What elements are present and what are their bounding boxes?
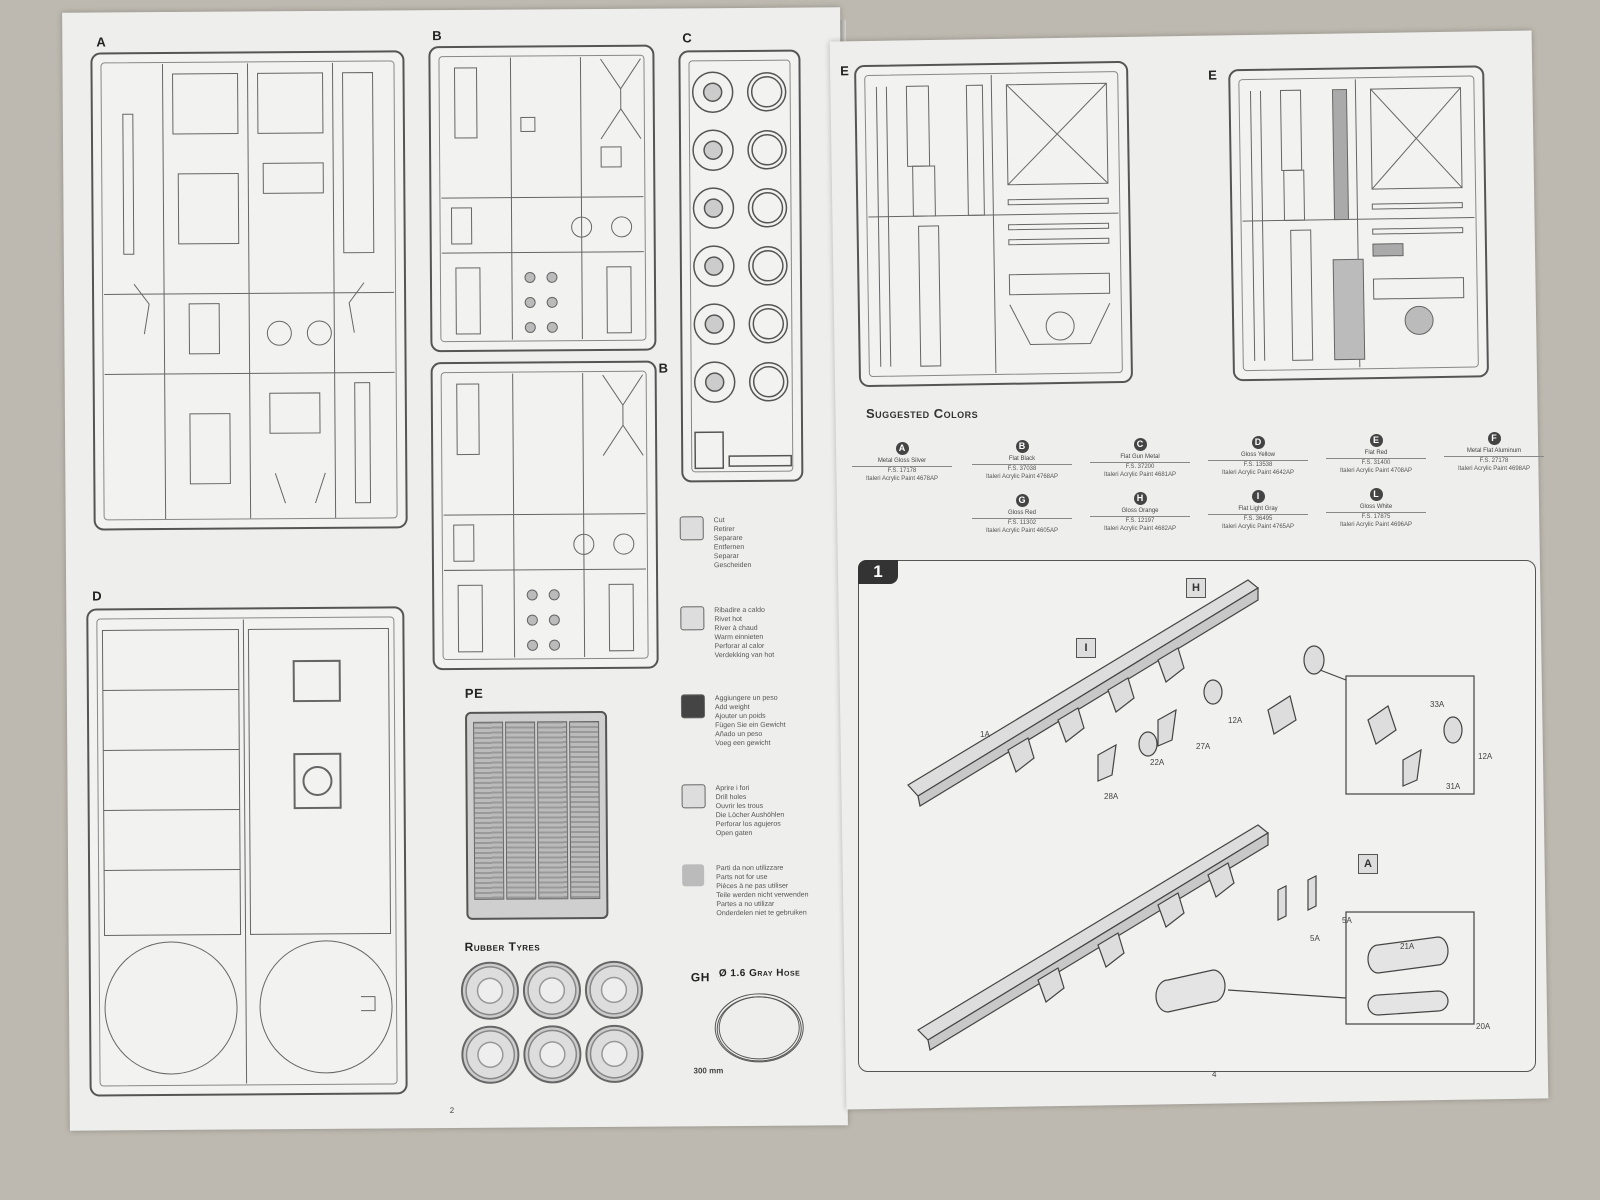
color-g: G Gloss Red F.S. 11302 Italeri Acrylic P… — [972, 494, 1072, 535]
part-label: 5A — [1342, 916, 1352, 925]
rubber-tyre — [584, 960, 644, 1020]
part-label: 5A — [1310, 934, 1320, 943]
sprue-a — [90, 50, 408, 531]
suggested-colors-title: Suggested Colors — [866, 406, 979, 421]
drill-icon — [681, 784, 706, 809]
rubber-tyre — [585, 1024, 644, 1084]
hose-description: Ø 1.6 Gray Hose — [718, 967, 801, 980]
step-number: 1 — [858, 560, 898, 584]
color-e: E Flat Red F.S. 31400 Italeri Acrylic Pa… — [1326, 434, 1426, 475]
rivet-icon — [680, 606, 705, 631]
right-page-number: 4 — [1212, 1070, 1217, 1079]
unused-parts-icon — [682, 864, 705, 887]
sprue-e-copy-parts — [1242, 79, 1475, 368]
sprue-a-label: A — [96, 34, 106, 50]
right-page: E E — [829, 30, 1549, 1110]
sprue-b-copy — [430, 360, 659, 671]
sprue-b-copy-label: B — [658, 360, 669, 376]
sprue-e-label: E — [839, 63, 849, 79]
part-label: 21A — [1400, 942, 1415, 951]
sprue-e-copy — [1228, 65, 1490, 382]
sprue-d-label: D — [92, 588, 102, 604]
part-label: 12A — [1228, 716, 1243, 725]
gray-hose-coil — [714, 993, 804, 1063]
part-label: 1A — [980, 730, 990, 739]
callout-h: H — [1186, 578, 1206, 598]
sprue-c-label: C — [682, 30, 692, 46]
hose-label: GH — [690, 970, 710, 985]
part-label: 33A — [1430, 700, 1445, 709]
rubber-tyre — [522, 961, 582, 1020]
color-a: A Metal Gloss Silver F.S. 17178 Italeri … — [852, 442, 952, 483]
sprue-b-label: B — [432, 28, 442, 44]
photo-etch-fret — [464, 710, 609, 920]
part-label: 12A — [1478, 752, 1493, 761]
rubber-tyre — [461, 1025, 520, 1084]
color-i: I Flat Light Gray F.S. 36495 Italeri Acr… — [1208, 490, 1308, 531]
color-c: C Flat Gun Metal F.S. 37200 Italeri Acry… — [1090, 438, 1190, 479]
sprue-d — [86, 606, 408, 1097]
sprue-e-copy-label: E — [1208, 67, 1218, 83]
pe-title: PE — [464, 685, 484, 701]
sprue-c — [678, 49, 804, 483]
part-label: 22A — [1150, 758, 1165, 767]
sprue-c-wheels — [691, 71, 793, 470]
part-label: 27A — [1196, 742, 1211, 751]
sprue-b — [428, 44, 657, 353]
rubber-tyre — [460, 961, 520, 1020]
callout-i: I — [1076, 638, 1096, 658]
color-b: B Flat Black F.S. 37038 Italeri Acrylic … — [972, 440, 1072, 481]
cut-icon — [679, 516, 704, 541]
part-label: 28A — [1104, 792, 1119, 801]
left-page-number: 2 — [449, 1106, 455, 1116]
part-label: 31A — [1446, 782, 1461, 791]
color-h: H Gloss Orange F.S. 12197 Italeri Acryli… — [1090, 492, 1190, 533]
left-page: A B — [62, 7, 848, 1131]
sprue-e — [854, 60, 1134, 388]
sprue-e-parts — [868, 75, 1119, 374]
callout-a: A — [1358, 854, 1378, 874]
color-d: D Gloss Yellow F.S. 13538 Italeri Acryli… — [1208, 436, 1308, 477]
sprue-a-parts — [104, 62, 395, 520]
part-label: 20A — [1476, 1022, 1491, 1031]
sprue-b-copy-parts — [443, 373, 647, 658]
hose-length: 300 mm — [693, 1066, 724, 1076]
weight-icon — [680, 694, 706, 719]
color-f: F Metal Flat Aluminum F.S. 27178 Italeri… — [1444, 432, 1544, 473]
chassis-assembly-drawing — [907, 579, 1475, 1051]
rubber-tyre — [523, 1025, 582, 1084]
sprue-b-parts — [441, 57, 644, 340]
rubber-tyres-title: Rubber Tyres — [464, 939, 541, 954]
sprue-d-panels — [101, 619, 393, 1084]
color-l: L Gloss White F.S. 17875 Italeri Acrylic… — [1326, 488, 1426, 529]
